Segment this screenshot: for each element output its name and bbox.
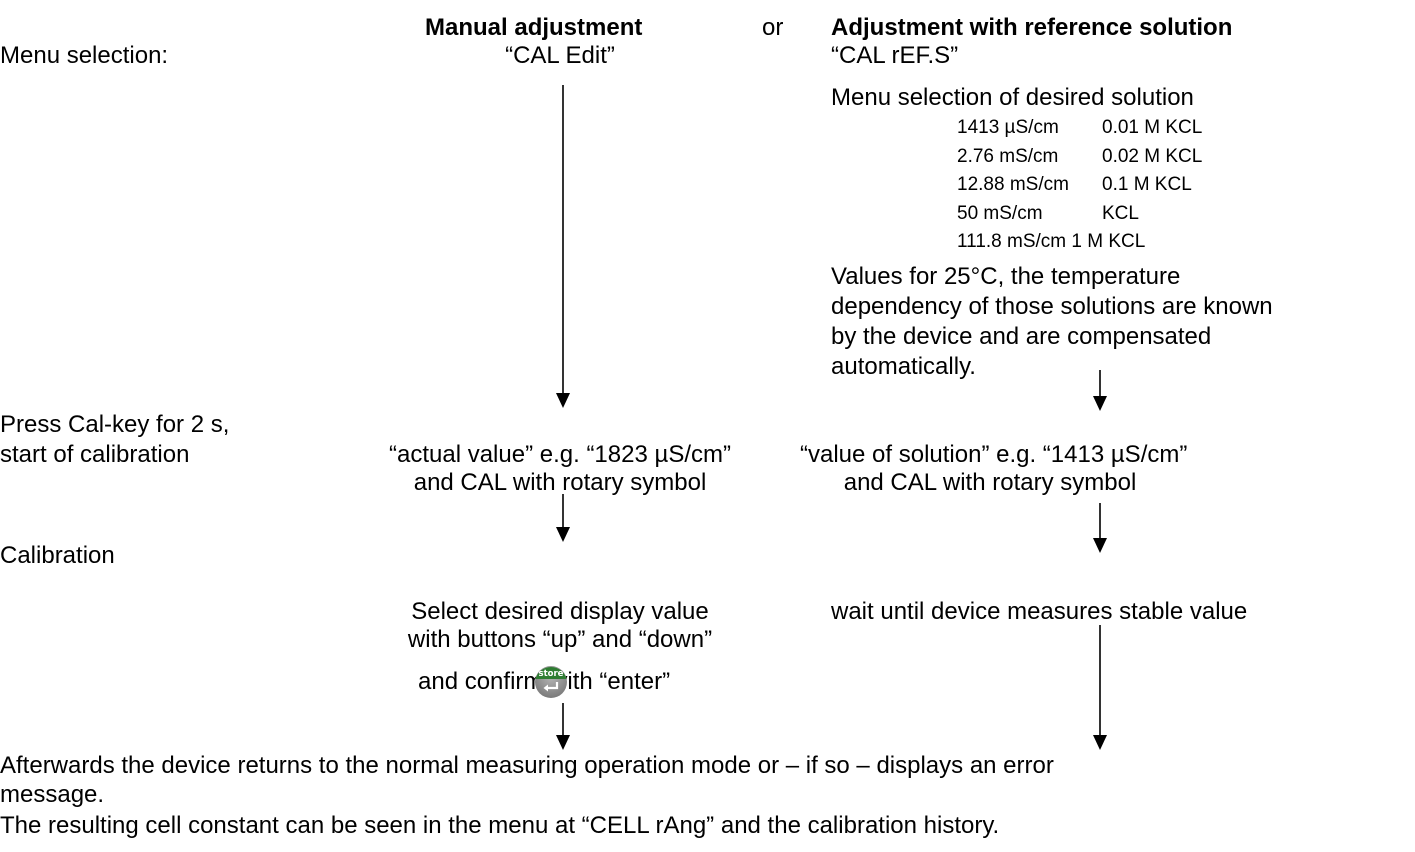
manual-adjustment-heading: Manual adjustment	[425, 14, 643, 41]
solution-last: 111.8 mS/cm 1 M KCL	[957, 231, 1146, 252]
arrow-head	[1093, 538, 1107, 553]
wait-stable-value-text: wait until device measures stable value	[831, 598, 1248, 625]
cal-rotary-symbol-text: and CAL with rotary symbol	[413, 469, 707, 496]
or-label: or	[762, 14, 784, 41]
store-enter-icon: store	[535, 666, 567, 698]
solution-name: 0.01 M KCL	[1102, 117, 1203, 138]
solution-name: 0.1 M KCL	[1102, 174, 1192, 195]
footer-line: message.	[0, 781, 105, 808]
buttons-up-down-text: with buttons “up” and “down”	[407, 626, 713, 653]
solution-value: 2.76 mS/cm	[957, 146, 1059, 167]
temperature-note-line: dependency of those solutions are known	[831, 293, 1273, 320]
select-display-value-text: Select desired display value	[411, 598, 709, 625]
store-icon-label: store	[539, 669, 564, 679]
cal-refs-menu-item: “CAL rEF.S”	[831, 42, 959, 69]
arrow-head	[1093, 735, 1107, 750]
start-of-calibration-label: start of calibration	[0, 441, 190, 468]
solution-value: 12.88 mS/cm	[957, 174, 1069, 195]
temperature-note-line: by the device and are compensated	[831, 323, 1212, 350]
menu-selection-label: Menu selection:	[0, 42, 169, 69]
solution-value: 50 mS/cm	[957, 203, 1043, 224]
footer-line: Afterwards the device returns to the nor…	[0, 752, 1054, 779]
solution-name: 0.02 M KCL	[1102, 146, 1203, 167]
reference-adjustment-heading: Adjustment with reference solution	[831, 14, 1233, 41]
press-cal-key-label: Press Cal-key for 2 s,	[0, 411, 230, 438]
solution-value: 1413 µS/cm	[957, 117, 1059, 138]
temperature-note-line: Values for 25°C, the temperature	[831, 263, 1181, 290]
menu-selection-solution-text: Menu selection of desired solution	[831, 84, 1194, 111]
arrow-head	[556, 735, 570, 750]
calibration-label: Calibration	[0, 542, 115, 569]
actual-value-text: “actual value” e.g. “1823 µS/cm”	[389, 441, 731, 468]
ref-cal-rotary-symbol-text: and CAL with rotary symbol	[843, 469, 1137, 496]
solution-name: KCL	[1102, 203, 1139, 224]
temperature-note-line: automatically.	[831, 353, 976, 380]
arrow-head	[556, 527, 570, 542]
footer-line: The resulting cell constant can be seen …	[0, 812, 1000, 839]
value-of-solution-text: “value of solution” e.g. “1413 µS/cm”	[800, 441, 1188, 468]
arrow-head	[556, 393, 570, 408]
arrow-head	[1093, 396, 1107, 411]
cal-edit-menu-item: “CAL Edit”	[505, 42, 615, 69]
